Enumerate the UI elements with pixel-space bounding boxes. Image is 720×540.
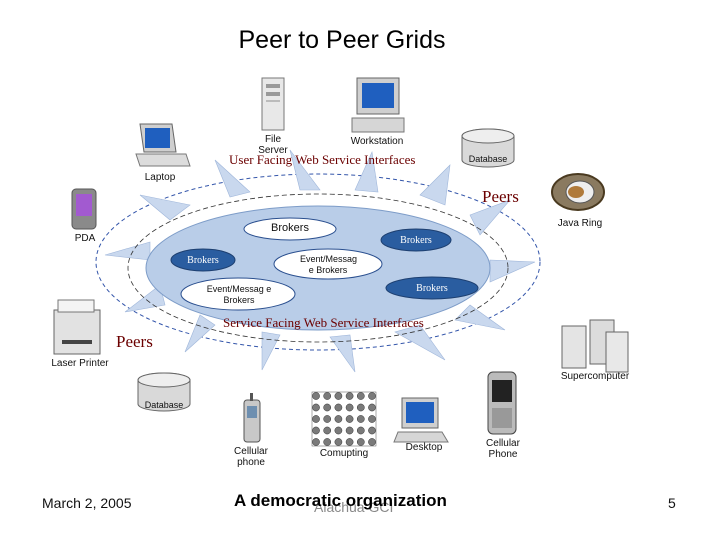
broker-label-5: Brokers bbox=[416, 283, 448, 294]
cellular-phone-left-label: Cellular phone bbox=[234, 446, 268, 468]
grid-node bbox=[323, 392, 332, 400]
cellular-phone-right-label: Cellular Phone bbox=[486, 438, 520, 460]
pda-label: PDA bbox=[74, 233, 96, 244]
broker-label-3: Brokers bbox=[187, 255, 219, 266]
service-facing-interfaces-label: Service Facing Web Service Interfaces bbox=[223, 315, 424, 330]
file-server-label: File Server bbox=[258, 134, 288, 156]
cellular-phone-left-icon bbox=[243, 393, 261, 443]
desktop-icon bbox=[393, 397, 449, 443]
grid-node bbox=[323, 403, 332, 412]
cellular-phone-right-icon bbox=[487, 371, 517, 435]
broker-label-2: Brokers bbox=[400, 235, 432, 246]
footer-watermark: Alachua GCI bbox=[314, 499, 394, 515]
desktop-label: Desktop bbox=[405, 442, 443, 453]
file-server-icon bbox=[261, 77, 285, 131]
grid-node bbox=[312, 392, 320, 400]
broker-node-4 bbox=[273, 248, 383, 280]
grid-node bbox=[368, 438, 376, 446]
broker-label-1: Brokers bbox=[271, 222, 309, 234]
laser-printer-icon bbox=[53, 299, 101, 355]
slide-title: Peer to Peer Grids bbox=[238, 26, 446, 54]
grid-node bbox=[334, 426, 343, 435]
inner-service-ring bbox=[127, 193, 509, 343]
database-top-label: Database bbox=[468, 154, 508, 164]
grid-node bbox=[334, 438, 343, 446]
grid-node bbox=[312, 438, 320, 446]
pda-icon bbox=[71, 188, 97, 230]
grid-node bbox=[312, 426, 320, 435]
grid-node bbox=[312, 415, 320, 423]
grid-node bbox=[345, 415, 354, 423]
grid-node bbox=[345, 403, 354, 412]
grid-node bbox=[323, 415, 332, 423]
grid-node bbox=[356, 392, 365, 400]
broker-node-3 bbox=[170, 248, 236, 272]
broker-label-4: Event/Messag e Brokers bbox=[300, 254, 358, 275]
laptop-label: Laptop bbox=[144, 172, 176, 183]
grid-node bbox=[334, 392, 343, 400]
broker-label-6: Event/Messag e Brokers bbox=[206, 284, 272, 305]
grid-node bbox=[356, 438, 365, 446]
grid-node bbox=[368, 403, 376, 412]
broker-node-2 bbox=[380, 228, 452, 252]
workstation-label: Workstation bbox=[350, 136, 404, 147]
java-ring-icon bbox=[551, 173, 605, 211]
laptop-icon bbox=[135, 123, 191, 167]
user-facing-interfaces-label: User Facing Web Service Interfaces bbox=[229, 152, 416, 167]
grid-node bbox=[356, 426, 365, 435]
peers-label-left: Peers bbox=[116, 332, 153, 351]
grid-node bbox=[345, 438, 354, 446]
grid-node bbox=[368, 426, 376, 435]
footer-tagline: A democratic organization bbox=[234, 491, 447, 510]
broker-node-5 bbox=[385, 276, 479, 300]
grid-node bbox=[345, 392, 354, 400]
footer-date: March 2, 2005 bbox=[42, 495, 132, 511]
database-top-icon bbox=[461, 128, 515, 168]
grid-node bbox=[368, 392, 376, 400]
computing-grid-icon bbox=[311, 391, 377, 447]
workstation-icon bbox=[351, 77, 405, 133]
database-bottom-icon bbox=[137, 372, 191, 412]
peers-label-right: Peers bbox=[482, 187, 519, 206]
database-bottom-label: Database bbox=[144, 400, 184, 410]
laser-printer-label: Laser Printer bbox=[51, 358, 109, 369]
connection-rays bbox=[104, 149, 536, 373]
supercomputer-label: Supercomputer bbox=[560, 371, 630, 382]
broker-node-1 bbox=[243, 217, 337, 241]
grid-node bbox=[345, 426, 354, 435]
grid-node bbox=[323, 426, 332, 435]
grid-node bbox=[312, 403, 320, 412]
supercomputer-icon bbox=[561, 319, 629, 373]
grid-node bbox=[356, 403, 365, 412]
java-ring-label: Java Ring bbox=[557, 218, 603, 229]
grid-node bbox=[323, 438, 332, 446]
outer-peer-ring bbox=[95, 173, 541, 351]
computing-label: Comupting bbox=[319, 448, 369, 459]
broker-node-6 bbox=[180, 277, 296, 311]
grid-node bbox=[334, 403, 343, 412]
page-number: 5 bbox=[668, 495, 676, 511]
grid-node bbox=[368, 415, 376, 423]
grid-node bbox=[334, 415, 343, 423]
grid-node bbox=[356, 415, 365, 423]
